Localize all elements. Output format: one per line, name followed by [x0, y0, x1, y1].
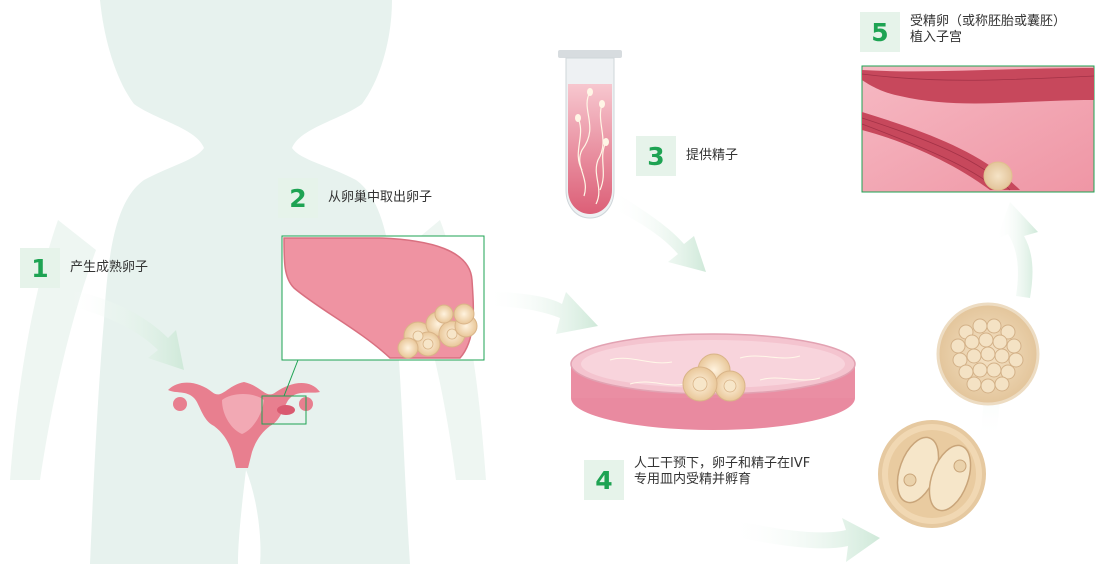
sperm-test-tube — [558, 50, 622, 218]
step-number-badge: 3 — [636, 136, 676, 176]
step-label-line-2: 专用皿内受精并孵育 — [634, 472, 810, 488]
step-label: 人工干预下，卵子和精子在IVF 专用皿内受精并孵育 — [634, 456, 810, 488]
step-number-badge: 1 — [20, 248, 60, 288]
blastocyst-illustration — [938, 304, 1038, 404]
arrow-3-to-dish — [612, 194, 706, 272]
step-label: 从卵巢中取出卵子 — [328, 190, 432, 206]
arrow-4-to-embryo — [730, 518, 880, 562]
two-cell-embryo-illustration — [880, 422, 984, 526]
step-2: 2 从卵巢中取出卵子 — [278, 178, 432, 218]
step-label-line-1: 受精卵（或称胚胎或囊胚） — [910, 14, 1066, 30]
ovary-inset — [282, 236, 484, 360]
step-1: 1 产生成熟卵子 — [20, 248, 148, 288]
step-number-badge: 2 — [278, 178, 318, 218]
step-label-line-2: 植入子宫 — [910, 30, 1066, 46]
step-label: 提供精子 — [686, 148, 738, 164]
step-label: 产生成熟卵子 — [70, 260, 148, 276]
step-5: 5 受精卵（或称胚胎或囊胚） 植入子宫 — [860, 12, 1066, 52]
step-label-line-1: 人工干预下，卵子和精子在IVF — [634, 456, 810, 472]
arrow-2-to-dish — [486, 292, 598, 334]
arrow-to-uterus-inset — [996, 202, 1038, 298]
step-number-badge: 4 — [584, 460, 624, 500]
step-3: 3 提供精子 — [636, 136, 738, 176]
ivf-petri-dish — [571, 334, 855, 430]
step-label: 受精卵（或称胚胎或囊胚） 植入子宫 — [910, 14, 1066, 46]
step-number-badge: 5 — [860, 12, 900, 52]
step-4: 4 人工干预下，卵子和精子在IVF 专用皿内受精并孵育 — [584, 456, 810, 500]
uterus-implantation-inset — [862, 66, 1094, 192]
